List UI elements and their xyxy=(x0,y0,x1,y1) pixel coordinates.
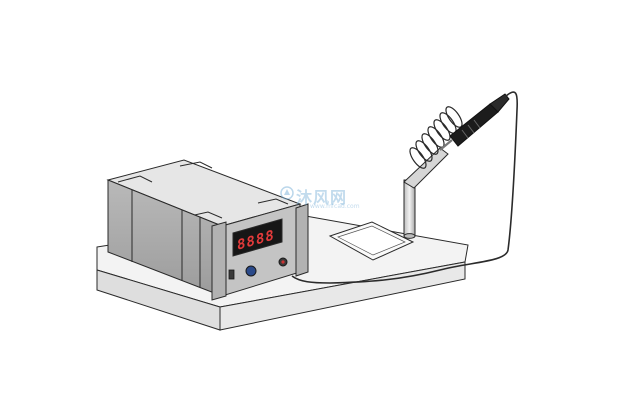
control-box xyxy=(106,159,309,301)
iron-holder-stand xyxy=(403,106,463,239)
control-knob xyxy=(245,265,257,277)
watermark-logo-icon xyxy=(280,186,294,200)
iron-handle xyxy=(449,103,499,147)
watermark: 沐风网 www.mfcad.com xyxy=(278,184,378,214)
base-right-face xyxy=(219,261,466,331)
iron-cable xyxy=(291,91,519,284)
front-panel-bezel-right xyxy=(295,203,309,277)
sponge-tray-inner xyxy=(337,225,406,256)
corner-bracket-top-left xyxy=(117,175,153,183)
watermark-url: www.mfcad.com xyxy=(310,203,360,210)
front-panel-bezel-left xyxy=(211,221,227,301)
corner-bracket-top-back xyxy=(179,161,213,169)
display-window xyxy=(232,218,283,257)
power-jack-center xyxy=(281,260,285,264)
holder-rod-base xyxy=(403,233,416,239)
power-switch xyxy=(228,269,235,280)
holder-rod xyxy=(403,179,416,237)
holder-arm xyxy=(403,147,449,189)
corner-bracket-top-right xyxy=(257,198,289,205)
watermark-text: 沐风网 xyxy=(296,188,348,207)
iron-cable-strain-relief xyxy=(489,93,510,113)
iron-tip xyxy=(439,139,453,151)
corner-bracket-top-front xyxy=(189,211,223,219)
iron-handle-grip-rings xyxy=(461,119,481,139)
soldering-iron xyxy=(439,93,510,151)
